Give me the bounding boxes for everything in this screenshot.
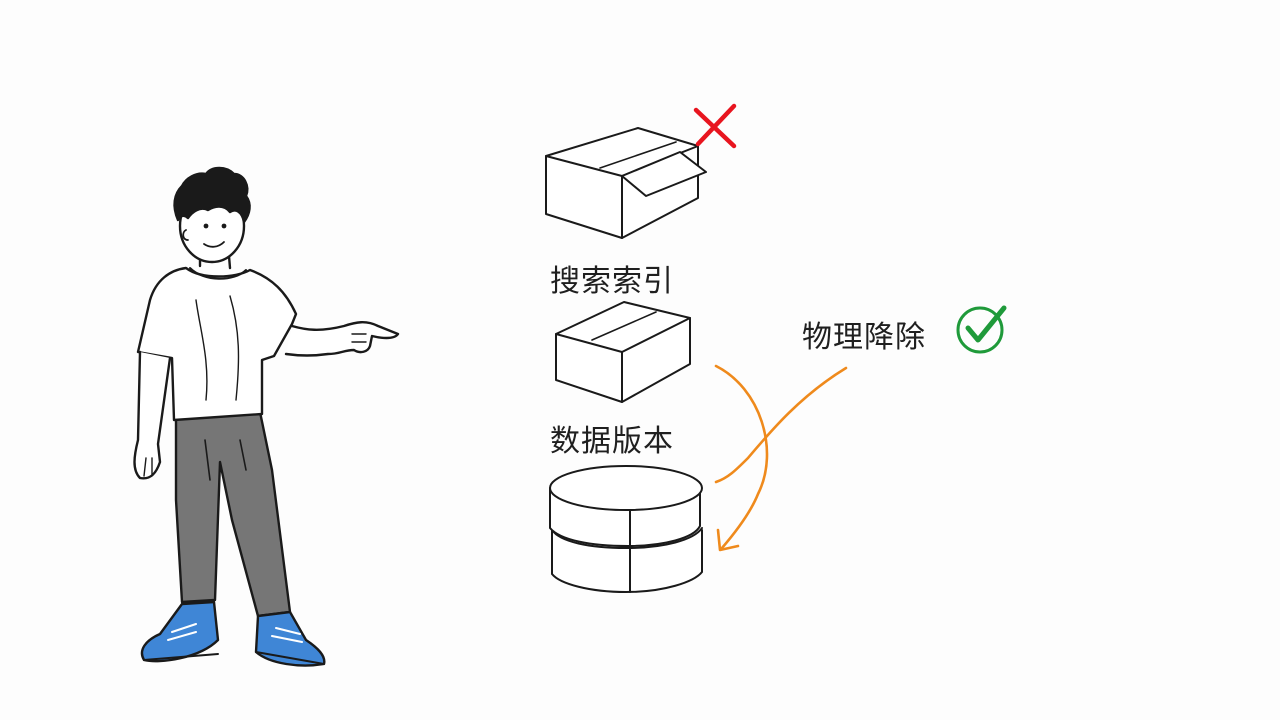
person-pants [174, 410, 292, 618]
cross-icon [693, 103, 737, 149]
storage-stack-illustration [549, 465, 703, 593]
open-box-illustration [545, 127, 707, 239]
person-figure [133, 166, 400, 667]
person-pointing-arm [284, 321, 400, 357]
arrowhead-icon [716, 528, 740, 552]
person-shoes [140, 600, 326, 667]
closed-box-illustration [555, 301, 691, 403]
person-left-arm [133, 350, 172, 480]
person-hair [173, 166, 251, 224]
curved-arrow [714, 364, 769, 550]
person-shirt [136, 266, 298, 422]
orange-arrows [714, 364, 848, 552]
check-circle-icon [956, 305, 1007, 354]
diagonal-connector-line [714, 366, 848, 484]
physical-demotion-label: 物理降除 [802, 320, 926, 355]
search-index-label: 搜索索引 [550, 264, 674, 299]
data-version-label: 数据版本 [550, 424, 674, 459]
